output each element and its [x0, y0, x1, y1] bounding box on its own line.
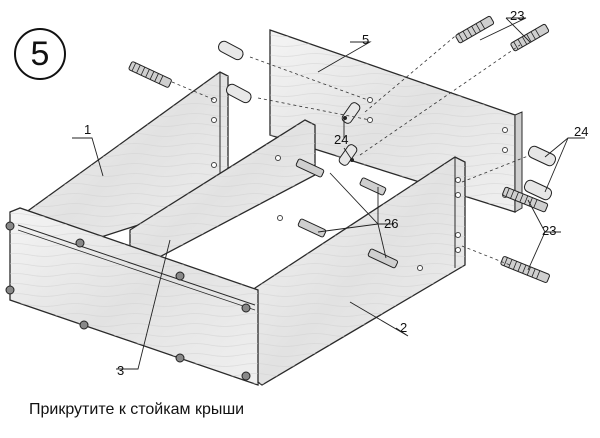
- front-panel: [9, 207, 259, 386]
- callout-part-2: 2: [400, 320, 407, 335]
- callout-fastener-24-left: 24: [334, 132, 348, 147]
- front-screw-heads: [5, 221, 251, 381]
- assembly-guide-lines: [171, 31, 529, 266]
- eccentric-fastener-24: [338, 102, 557, 201]
- confirmat-screws-23: [128, 15, 550, 283]
- callout-part-5: 5: [362, 32, 369, 47]
- step-number-badge: 5: [14, 28, 66, 80]
- wooden-dowels: [217, 40, 252, 104]
- callout-part-3: 3: [117, 363, 124, 378]
- side-panel-part-2: [254, 155, 466, 386]
- instruction-caption: Прикрутите к стойкам крыши: [29, 401, 245, 418]
- leader-lines: [72, 17, 585, 370]
- callout-fastener-23-top: 23: [510, 8, 524, 23]
- callout-fastener-23-bottom: 23: [542, 223, 556, 238]
- cam-screws-26: [295, 158, 399, 269]
- callout-fastener-24-right: 24: [574, 124, 588, 139]
- callout-part-1: 1: [84, 122, 91, 137]
- callout-fastener-26: 26: [384, 216, 398, 231]
